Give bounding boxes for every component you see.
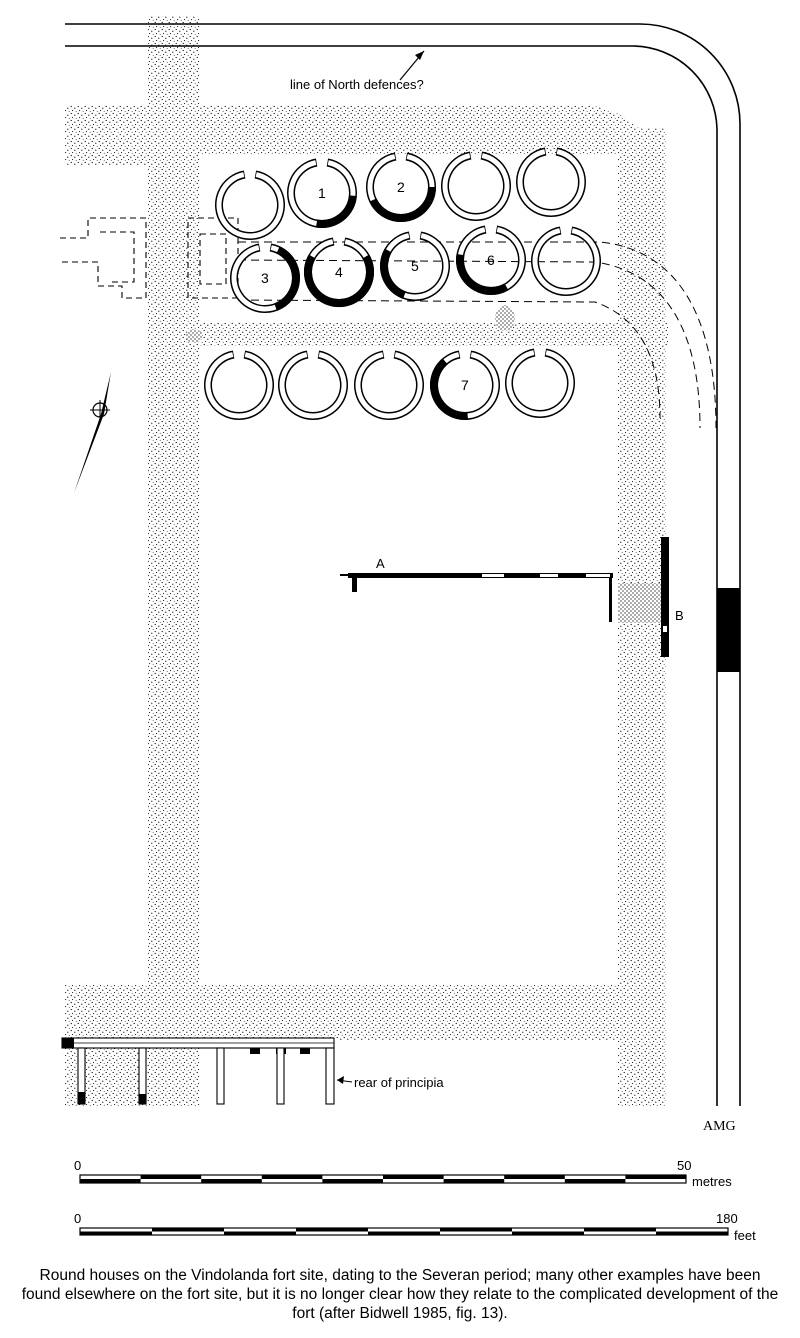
artist-signature: AMG bbox=[703, 1119, 736, 1134]
principia-label: rear of principia bbox=[354, 1075, 444, 1090]
round-house bbox=[441, 151, 511, 222]
round-houses: 1 2 3 4 5 6 7 bbox=[204, 147, 601, 421]
road-west-spur bbox=[65, 105, 150, 165]
scale-metres-segment bbox=[322, 1179, 383, 1183]
round-house-number: 3 bbox=[261, 270, 269, 286]
scale-feet-segment bbox=[80, 1231, 152, 1235]
round-house bbox=[354, 350, 424, 421]
scale-metres-segment bbox=[625, 1175, 686, 1179]
road-between-rows bbox=[148, 322, 668, 346]
round-house-number: 7 bbox=[461, 377, 469, 393]
round-house: 7 bbox=[430, 350, 500, 421]
building-a-label: A bbox=[376, 556, 385, 571]
defence-filled-section bbox=[717, 588, 740, 672]
surviving-wall-section bbox=[274, 246, 300, 311]
stippled-roads bbox=[65, 16, 668, 1106]
building-b: B bbox=[661, 537, 684, 657]
building-a: A bbox=[340, 556, 613, 622]
scale-metres-segment bbox=[261, 1175, 323, 1179]
scale-metres-segment bbox=[504, 1175, 565, 1179]
round-house bbox=[278, 350, 348, 421]
round-house: 1 bbox=[287, 158, 357, 229]
round-house: 2 bbox=[366, 152, 436, 223]
scale-feet-unit: feet bbox=[734, 1228, 756, 1243]
ditch-lines bbox=[237, 241, 717, 429]
round-house: 4 bbox=[304, 237, 374, 308]
scale-feet-segment bbox=[440, 1228, 512, 1232]
figure-caption: Round houses on the Vindolanda fort site… bbox=[21, 1267, 779, 1322]
scale-feet-segment bbox=[584, 1228, 656, 1232]
scale-feet-segment bbox=[224, 1231, 296, 1235]
surviving-wall-section bbox=[380, 248, 406, 299]
scale-feet-segment bbox=[152, 1228, 224, 1232]
surviving-wall-section bbox=[304, 254, 374, 307]
round-house: 5 bbox=[380, 231, 450, 302]
dense-patches bbox=[186, 305, 664, 623]
round-house: 3 bbox=[230, 243, 300, 314]
road-north-south bbox=[148, 16, 200, 1106]
scale-metres-segment bbox=[140, 1175, 202, 1179]
scale-feet-segment bbox=[656, 1231, 728, 1235]
scale-metres-segment bbox=[201, 1179, 262, 1183]
surviving-wall-section bbox=[369, 186, 436, 222]
road-north bbox=[65, 105, 666, 191]
principia bbox=[61, 1037, 353, 1105]
road-south bbox=[65, 985, 665, 1040]
scale-feet-end: 180 bbox=[716, 1211, 738, 1226]
scale-metres-segment bbox=[80, 1179, 141, 1183]
round-house-number: 1 bbox=[318, 185, 326, 201]
scale-metres-segment bbox=[383, 1175, 444, 1179]
round-house bbox=[531, 226, 601, 297]
building-b-label: B bbox=[675, 608, 684, 623]
scale-metres-segment bbox=[443, 1179, 505, 1183]
round-house-number: 5 bbox=[411, 258, 419, 274]
round-house bbox=[215, 170, 285, 241]
scale-feet-segment bbox=[512, 1231, 584, 1235]
surviving-wall-section bbox=[430, 358, 469, 420]
north-arrow-icon bbox=[74, 372, 111, 493]
round-house bbox=[505, 348, 575, 419]
round-house-number: 6 bbox=[487, 252, 495, 268]
scale-metres-segment bbox=[564, 1179, 626, 1183]
north-defences-label: line of North defences? bbox=[290, 77, 424, 92]
round-house bbox=[516, 147, 586, 218]
surviving-wall-section bbox=[456, 253, 509, 295]
scale-bar-metres: 0 50 metres bbox=[74, 1158, 732, 1189]
round-house-number: 2 bbox=[397, 179, 405, 195]
scale-metres-unit: metres bbox=[692, 1174, 732, 1189]
site-plan: line of North defences? 1 2 3 4 5 6 7 A B bbox=[60, 16, 756, 1243]
scale-feet-segment bbox=[368, 1231, 440, 1235]
round-house bbox=[204, 350, 274, 421]
surviving-wall-section bbox=[315, 195, 357, 228]
scale-feet-start: 0 bbox=[74, 1211, 81, 1226]
north-defences bbox=[65, 23, 741, 1106]
scale-bar-feet: 0 180 feet bbox=[74, 1211, 756, 1243]
round-house-number: 4 bbox=[335, 264, 343, 280]
round-house: 6 bbox=[456, 225, 526, 296]
scale-metres-start: 0 bbox=[74, 1158, 81, 1173]
scale-metres-end: 50 bbox=[677, 1158, 691, 1173]
scale-feet-segment bbox=[296, 1228, 368, 1232]
